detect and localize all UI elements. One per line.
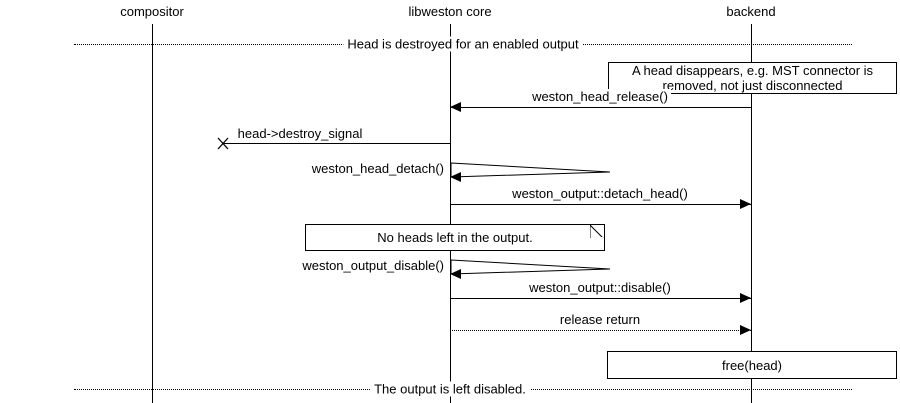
message-line-weston-output-disable (450, 298, 751, 299)
message-label-weston-output-detach-head: weston_output::detach_head() (509, 186, 691, 201)
note-fold-corner-icon (590, 225, 604, 239)
note-free-head-text: free(head) (722, 357, 782, 373)
message-line-weston-output-detach-head (450, 204, 751, 205)
message-label-weston-output-disable: weston_output::disable() (526, 280, 674, 295)
lifeline-libweston-core (450, 24, 451, 403)
arrowhead-weston-head-detach (450, 172, 461, 182)
note-no-heads-left-text: No heads left in the output. (377, 230, 533, 245)
message-label-weston-output-disable-self: weston_output_disable() (299, 258, 448, 273)
selfcall-weston-head-detach (450, 162, 611, 178)
separator-label-top: Head is destroyed for an enabled output (343, 36, 583, 52)
message-line-head-destroy-signal (224, 143, 450, 144)
note-head-disappears-line2: removed, not just disconnected (662, 78, 843, 93)
message-line-weston-head-release (450, 107, 751, 108)
arrowhead-weston-output-disable-self (450, 269, 461, 279)
message-label-head-destroy-signal: head->destroy_signal (234, 126, 366, 141)
message-label-weston-head-detach: weston_head_detach() (308, 161, 448, 176)
separator-label-bottom: The output is left disabled. (370, 381, 530, 397)
selfcall-weston-output-disable (450, 259, 611, 275)
arrowhead-weston-output-disable (740, 293, 751, 303)
destroy-x-icon (217, 137, 229, 150)
note-free-head: free(head) (607, 351, 897, 379)
lifeline-compositor (152, 24, 153, 403)
arrowhead-weston-head-release (450, 102, 461, 112)
message-label-release-return: release return (556, 312, 644, 327)
arrowhead-weston-output-detach-head (740, 199, 751, 209)
arrowhead-release-return (740, 325, 751, 335)
note-head-disappears: A head disappears, e.g. MST connector is… (608, 62, 897, 94)
message-label-weston-head-release: weston_head_release() (529, 89, 671, 104)
participant-label-compositor: compositor (120, 4, 184, 19)
participant-label-backend: backend (726, 4, 776, 19)
participant-label-libweston-core: libweston core (408, 4, 492, 19)
message-line-release-return (450, 330, 751, 331)
note-head-disappears-line1: A head disappears, e.g. MST connector is (631, 63, 874, 78)
note-no-heads-left: No heads left in the output. (305, 224, 605, 251)
lifeline-backend (751, 24, 752, 403)
